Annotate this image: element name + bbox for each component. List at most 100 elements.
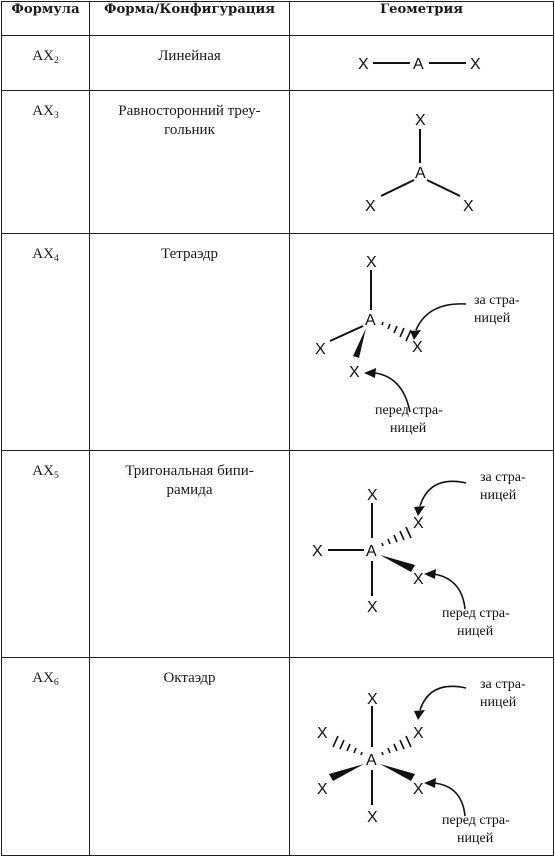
solid-wedge-bond [353, 328, 366, 358]
bond-line [380, 179, 415, 197]
formula-base: AX [32, 463, 54, 479]
formula-ax6: AX6 [2, 658, 89, 688]
formula-base: AX [32, 48, 54, 64]
center-atom-label: A [366, 543, 377, 560]
bond-line [329, 325, 364, 342]
ligand-label: X [367, 487, 378, 504]
center-atom-label: A [366, 752, 377, 769]
shape-cell: Тетраэдр [89, 233, 290, 451]
formula-cell: AX3 [1, 90, 90, 234]
shape-line: рамида [166, 482, 213, 498]
molecule-diagram-ax5: X A X X X X за стра- ницей перед стра- н… [312, 470, 526, 639]
shape-name-ax3: Равносторонний треу- гольник [90, 91, 289, 140]
formula-cell: AX4 [1, 233, 90, 451]
hashed-wedge-bond [381, 526, 412, 547]
front-page-label: ницей [457, 624, 494, 639]
formula-base: AX [32, 103, 54, 119]
shape-line: гольник [164, 122, 215, 138]
table-row-ax6: AX6 Октаэдр [1, 657, 554, 856]
ligand-label: X [463, 198, 474, 215]
hashed-wedge-bond [381, 321, 412, 342]
formula-ax4: AX4 [2, 234, 89, 264]
front-page-label: перед стра- [442, 606, 510, 621]
front-page-label: перед стра- [442, 813, 510, 828]
formula-cell: AX2 [1, 35, 90, 91]
formula-base: AX [32, 246, 54, 262]
formula-subscript: 4 [53, 254, 59, 264]
molecule-diagram-ax3: X A X X [365, 112, 474, 215]
formula-base: AX [32, 670, 54, 686]
ligand-label: X [413, 781, 424, 798]
arrow-curve [433, 782, 466, 817]
ligand-label: X [366, 254, 377, 271]
formula-subscript: 3 [53, 111, 59, 121]
ligand-label: X [317, 781, 328, 798]
shape-cell: Октаэдр [89, 657, 290, 856]
arrow-curve [419, 685, 467, 711]
arrow-head [364, 368, 376, 378]
behind-page-label: за стра- [474, 293, 520, 308]
behind-page-label: за стра- [480, 677, 526, 692]
geometry-cell: X A X X X за стра- ницей перед стра- ниц… [289, 233, 554, 451]
solid-wedge-bond [329, 764, 364, 781]
bond-line [426, 179, 461, 197]
formula-ax3: AX3 [2, 91, 89, 121]
shape-line: Тригональная бипи- [125, 463, 254, 479]
arrow-head [414, 710, 425, 720]
ligand-label: X [412, 339, 423, 356]
arrow-head [410, 330, 421, 340]
front-page-label: ницей [390, 421, 427, 436]
table-row-ax2: AX2 Линейная X A X [1, 35, 554, 91]
header-geometry: Геометрия [289, 1, 554, 36]
ligand-label: X [367, 599, 378, 616]
formula-subscript: 6 [53, 678, 59, 688]
ligand-label: X [317, 725, 328, 742]
arrow-curve [415, 303, 467, 331]
ligand-label: X [315, 341, 326, 358]
solid-wedge-bond [380, 764, 415, 781]
ligand-label: X [413, 725, 424, 742]
ligand-label: X [349, 364, 360, 381]
formula-cell: AX6 [1, 657, 90, 856]
ligand-label: X [365, 198, 376, 215]
ligand-label: X [358, 56, 369, 73]
solid-wedge-bond [380, 555, 415, 572]
header-shape: Форма/Конфигурация [89, 1, 290, 36]
shape-cell: Равносторонний треу- гольник [89, 90, 290, 234]
geometry-cell: X A X [289, 35, 554, 91]
formula-ax2: AX2 [2, 36, 89, 66]
formula-ax5: AX5 [2, 451, 89, 481]
behind-page-label: за стра- [480, 470, 526, 485]
front-page-label: перед стра- [375, 403, 443, 418]
ligand-label: X [470, 56, 481, 73]
header-formula: Формула [1, 1, 90, 36]
geometry-cell: X A X X X X X за стра- ницей перед стра-… [289, 657, 554, 856]
arrow-curve [419, 480, 467, 507]
shape-line: Равносторонний треу- [118, 103, 261, 119]
ligand-label: X [415, 112, 426, 129]
shape-name-ax6: Октаэдр [90, 658, 289, 688]
center-atom-label: A [415, 165, 426, 182]
arrow-head [414, 506, 425, 516]
ligand-label: X [413, 515, 424, 532]
ligand-label: X [312, 543, 323, 560]
shape-cell: Линейная [89, 35, 290, 91]
arrow-curve [433, 573, 466, 610]
molecule-diagram-ax6: X A X X X X X за стра- ницей перед стра-… [317, 677, 526, 846]
geometry-cell: X A X X [289, 90, 554, 234]
arrow-head [424, 778, 436, 788]
behind-page-label: ницей [480, 695, 517, 710]
shape-line: Октаэдр [163, 670, 216, 686]
table-row-ax3: AX3 Равносторонний треу- гольник X A X X [1, 90, 554, 234]
arrow-curve [374, 372, 411, 413]
geometry-cell: X A X X X X за стра- ницей перед стра- н… [289, 450, 554, 658]
hashed-wedge-bond [381, 735, 412, 756]
molecule-diagram-ax2: X A X [358, 56, 481, 73]
shape-name-ax2: Линейная [90, 36, 289, 66]
molecule-diagram-ax4: X A X X X за стра- ницей перед стра- ниц… [315, 254, 520, 436]
ligand-label: X [367, 809, 378, 826]
shape-cell: Тригональная бипи- рамида [89, 450, 290, 658]
shape-name-ax4: Тетраэдр [90, 234, 289, 264]
behind-page-label: ницей [480, 488, 517, 503]
